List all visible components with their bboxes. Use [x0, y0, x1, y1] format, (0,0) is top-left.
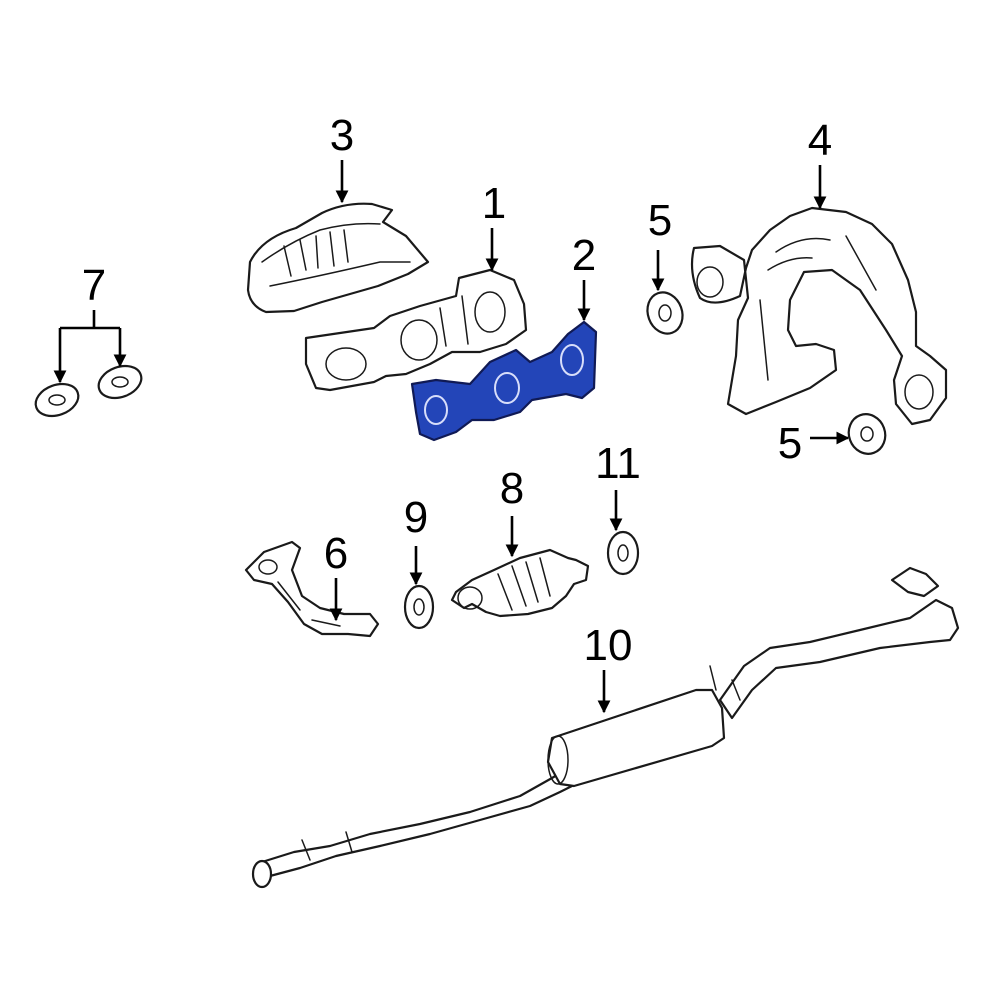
gasket-lower[interactable]: [843, 409, 891, 459]
callout-10: 10: [584, 621, 633, 670]
exhaust-manifold[interactable]: [304, 268, 528, 392]
nut-right[interactable]: [94, 360, 146, 403]
callout-1: 1: [482, 179, 506, 228]
muffler-and-pipe[interactable]: [251, 566, 960, 889]
catalytic-converter[interactable]: [450, 548, 590, 618]
front-pipe[interactable]: [244, 540, 380, 638]
converter-gasket-rear[interactable]: [606, 530, 640, 576]
callout-8: 8: [500, 464, 524, 513]
callout-5-upper: 5: [648, 196, 672, 245]
callout-arrows: [53, 160, 850, 714]
nut-left[interactable]: [31, 378, 83, 421]
callout-11: 11: [595, 439, 641, 488]
callout-3: 3: [330, 111, 354, 160]
callout-4: 4: [808, 116, 832, 165]
callout-7: 7: [82, 261, 106, 310]
y-pipe[interactable]: [690, 206, 948, 426]
gasket-upper[interactable]: [642, 287, 688, 338]
converter-gasket-front[interactable]: [403, 584, 435, 630]
callout-2: 2: [572, 231, 596, 280]
callout-6: 6: [324, 529, 348, 578]
exhaust-manifold-gasket[interactable]: [410, 320, 598, 442]
callout-9: 9: [404, 493, 428, 542]
callout-5-lower: 5: [778, 419, 802, 468]
heat-shield[interactable]: [246, 202, 430, 314]
